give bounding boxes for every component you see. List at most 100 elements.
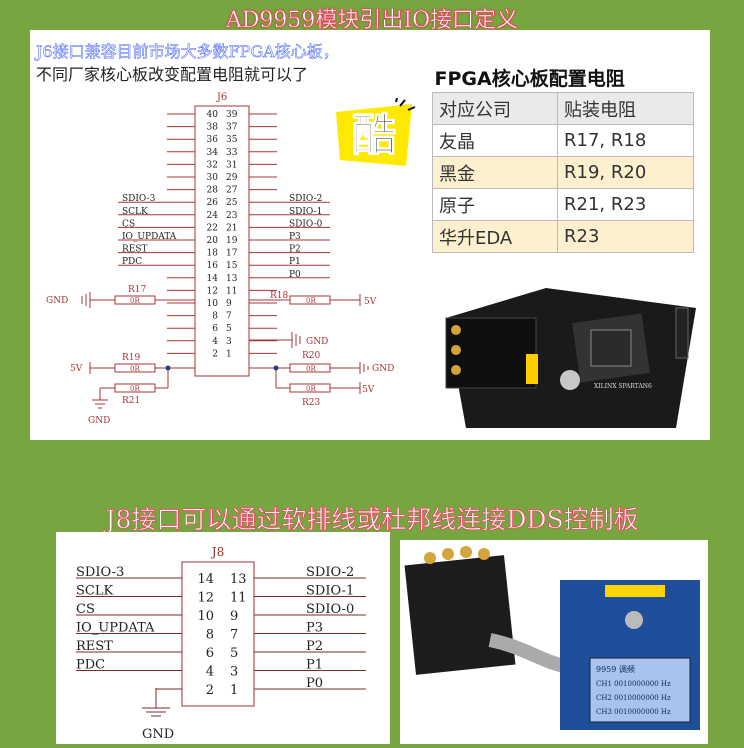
r20-value: 0R bbox=[306, 365, 316, 373]
j6-signal-right: P3 bbox=[289, 232, 301, 242]
j6-pin-number: 4 bbox=[212, 337, 218, 347]
j6-pin-number: 31 bbox=[226, 160, 237, 170]
j6-pin-number: 36 bbox=[207, 135, 219, 145]
j6-pin-number: 7 bbox=[226, 312, 232, 322]
table-cell-company: 友晶 bbox=[432, 124, 558, 157]
j8-signal-left: SDIO-3 bbox=[76, 565, 124, 580]
j6-pin-number: 5 bbox=[226, 324, 232, 334]
j6-pin-number: 9 bbox=[226, 299, 232, 309]
r18-value: 0R bbox=[306, 297, 316, 305]
r23-value: 0R bbox=[306, 385, 316, 393]
j8-signal-right: P1 bbox=[306, 658, 323, 673]
r21-value: 0R bbox=[130, 385, 140, 393]
table-header-resistor: 贴装电阻 bbox=[557, 92, 694, 125]
j8-signal-right: P0 bbox=[306, 676, 323, 691]
r20-label: R20 bbox=[302, 351, 321, 361]
j8-signal-left: REST bbox=[76, 639, 113, 654]
j8-pin-number: 1 bbox=[230, 683, 238, 698]
j6-pin-number: 23 bbox=[226, 211, 238, 221]
gnd-label-mid: GND bbox=[306, 337, 328, 347]
r19-value: 0R bbox=[130, 365, 140, 373]
j8-pin-number: 5 bbox=[230, 646, 238, 661]
j8-signal-right: SDIO-1 bbox=[306, 584, 354, 599]
fpga-resistor-table: FPGA核心板配置电阻 对应公司 贴装电阻 友晶 R17, R18 黑金 R19… bbox=[432, 62, 694, 253]
description-line-2: 不同厂家核心板改变配置电阻就可以了 bbox=[36, 65, 309, 84]
j8-pin-number: 13 bbox=[230, 572, 247, 587]
j6-pin-number: 27 bbox=[226, 186, 238, 196]
j6-pin-number: 6 bbox=[212, 324, 218, 334]
j8-pin-number: 9 bbox=[230, 609, 238, 624]
j6-pin-number: 37 bbox=[226, 123, 238, 133]
j8-pin-number: 11 bbox=[230, 591, 247, 606]
r23-label: R23 bbox=[302, 398, 321, 408]
bottom-title: J8接口可以通过软排线或杜邦线连接DDS控制板 bbox=[105, 505, 639, 535]
j8-signal-left: CS bbox=[76, 602, 95, 617]
j8-signal-right: P2 bbox=[306, 639, 323, 654]
table-row: 原子 R21, R23 bbox=[432, 188, 694, 221]
j6-pin-number: 3 bbox=[226, 337, 232, 347]
5v-label-right: 5V bbox=[364, 297, 377, 307]
table-row: 友晶 R17, R18 bbox=[432, 124, 694, 157]
j6-signal-left: REST bbox=[122, 245, 148, 255]
j6-signal-left: PDC bbox=[122, 257, 142, 267]
j6-pin-number: 24 bbox=[207, 211, 219, 221]
table-cell-resistor: R19, R20 bbox=[557, 156, 694, 189]
lcd-line-1: 9959 调频 bbox=[596, 664, 635, 674]
table-row: 华升EDA R23 bbox=[432, 220, 694, 253]
j8-pin-number: 4 bbox=[206, 665, 214, 680]
j6-pin-number: 34 bbox=[207, 148, 219, 158]
j6-pin-number: 17 bbox=[226, 249, 238, 259]
r18-label: R18 bbox=[270, 291, 289, 301]
j6-pin-number: 15 bbox=[226, 261, 238, 271]
lcd-line-2: CH1 0010000000 Hz bbox=[596, 680, 671, 688]
5v-label-left: 5V bbox=[70, 364, 83, 374]
j8-pin-number: 14 bbox=[197, 572, 214, 587]
j6-signal-right: SDIO-0 bbox=[289, 219, 323, 229]
j6-pin-number: 12 bbox=[207, 286, 218, 296]
j8-signal-right: SDIO-0 bbox=[306, 602, 354, 617]
j6-pin-number: 11 bbox=[226, 286, 237, 296]
j6-pin-number: 39 bbox=[226, 110, 238, 120]
j6-pin-number: 25 bbox=[226, 198, 238, 208]
j8-signal-right: P3 bbox=[306, 621, 323, 636]
j6-pin-number: 1 bbox=[226, 349, 232, 359]
j6-pin-number: 10 bbox=[207, 299, 219, 309]
j6-pin-number: 29 bbox=[226, 173, 238, 183]
j6-pin-number: 30 bbox=[207, 173, 219, 183]
j6-pin-number: 32 bbox=[207, 160, 218, 170]
j6-pin-number: 20 bbox=[207, 236, 219, 246]
r17-label: R17 bbox=[128, 285, 147, 295]
description-line-1: J6接口兼容目前市场大多数FPGA核心板， bbox=[36, 42, 339, 62]
j8-label: J8 bbox=[210, 545, 224, 559]
table-cell-company: 原子 bbox=[432, 188, 558, 221]
j8-gnd-label: GND bbox=[142, 727, 174, 742]
j6-signal-left: SCLK bbox=[122, 207, 148, 217]
j6-signal-right: P0 bbox=[289, 270, 301, 280]
j8-pin-number: 6 bbox=[206, 646, 214, 661]
j8-pin-number: 8 bbox=[206, 628, 214, 643]
j8-signal-right: SDIO-2 bbox=[306, 565, 354, 580]
r19-label: R19 bbox=[122, 353, 141, 363]
j6-pin-number: 40 bbox=[207, 110, 219, 120]
j8-pin-number: 12 bbox=[197, 591, 214, 606]
table-cell-company: 华升EDA bbox=[432, 220, 558, 253]
j6-pin-number: 33 bbox=[226, 148, 238, 158]
j6-pin-number: 38 bbox=[207, 123, 219, 133]
j6-pin-number: 18 bbox=[207, 249, 219, 259]
j6-pin-number: 13 bbox=[226, 274, 238, 284]
cool-badge-icon: 酷 bbox=[330, 97, 418, 172]
j6-pin-number: 26 bbox=[207, 198, 219, 208]
j8-panel bbox=[56, 532, 390, 744]
j6-signal-right: SDIO-1 bbox=[289, 207, 322, 217]
fpga-board-photo: XILINX SPARTAN6 bbox=[426, 278, 708, 438]
j8-pin-number: 3 bbox=[230, 665, 238, 680]
board-chip-label: XILINX SPARTAN6 bbox=[594, 383, 652, 390]
dds-board-photo: 9959 调频 CH1 0010000000 Hz CH2 0010000000… bbox=[400, 540, 708, 744]
j8-pin-number: 10 bbox=[197, 609, 214, 624]
j6-signal-left: SDIO-3 bbox=[122, 194, 156, 204]
j8-pin-number: 2 bbox=[206, 683, 214, 698]
j6-pin-number: 14 bbox=[207, 274, 219, 284]
gnd-label-bottom: GND bbox=[88, 416, 110, 426]
table-cell-resistor: R17, R18 bbox=[557, 124, 694, 157]
